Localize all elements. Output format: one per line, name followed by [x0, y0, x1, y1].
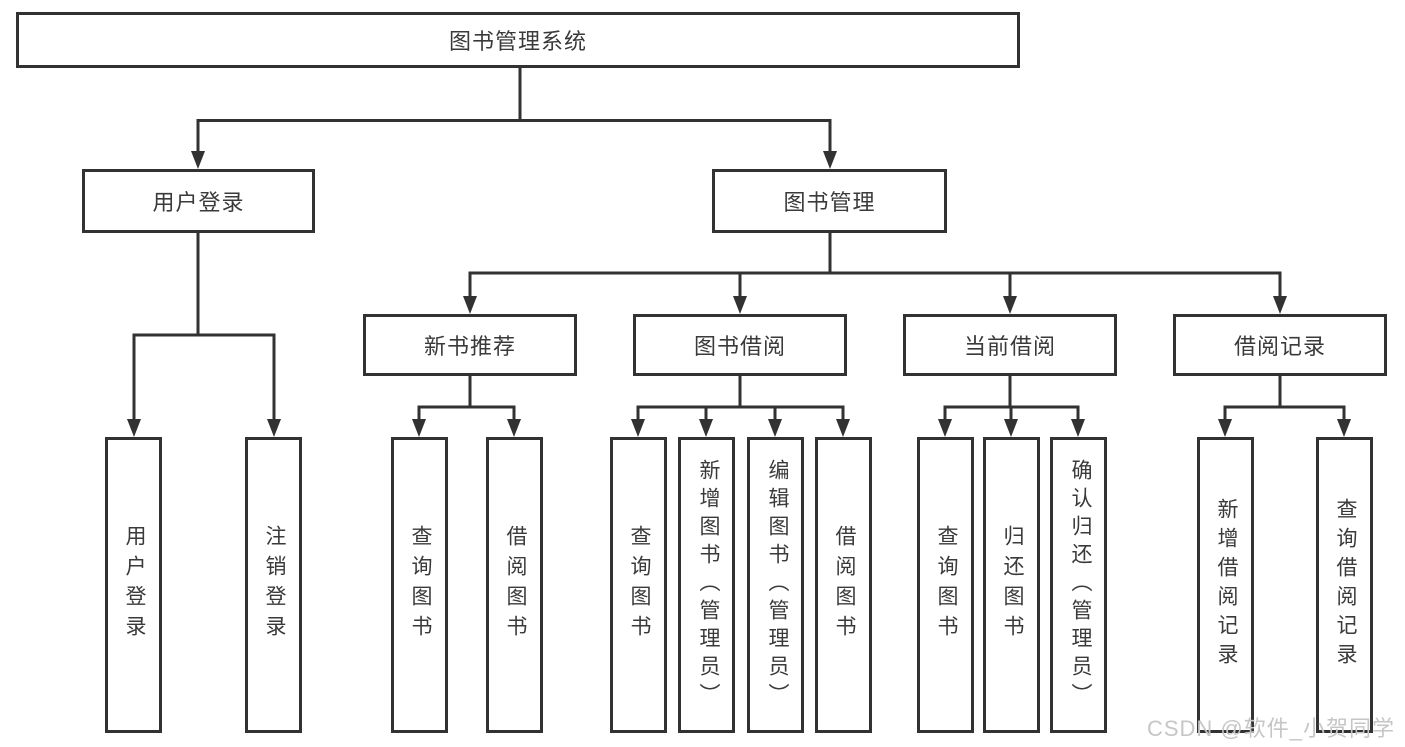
- leaf-logout: 注销登录: [245, 437, 302, 733]
- leaf-records-add-record: 新增借阅记录: [1197, 437, 1254, 733]
- leaf-current-confirm-return-admin: 确认归还（管理员）: [1050, 437, 1107, 733]
- node-book-management: 图书管理: [712, 169, 947, 233]
- node-current-borrowing: 当前借阅: [903, 314, 1117, 376]
- node-book-borrowing-label: 图书借阅: [693, 334, 786, 359]
- leaf-recommend-borrow-books: 借阅图书: [486, 437, 543, 733]
- node-root: 图书管理系统: [16, 12, 1020, 68]
- node-user-login-label: 用户登录: [152, 190, 245, 215]
- leaf-recommend-query-books: 查询图书: [391, 437, 448, 733]
- leaf-borrowing-add-books-admin: 新增图书（管理员）: [678, 437, 735, 733]
- node-borrowing-records: 借阅记录: [1173, 314, 1387, 376]
- leaf-borrowing-query-books: 查询图书: [610, 437, 667, 733]
- leaf-current-query-books: 查询图书: [917, 437, 974, 733]
- node-user-login: 用户登录: [82, 169, 315, 233]
- node-new-book-recommend: 新书推荐: [363, 314, 577, 376]
- leaf-borrowing-edit-books-admin: 编辑图书（管理员）: [747, 437, 804, 733]
- node-book-management-label: 图书管理: [783, 190, 876, 215]
- csdn-watermark: CSDN @软件_小贺同学: [1146, 716, 1395, 741]
- leaf-borrowing-borrow-books: 借阅图书: [815, 437, 872, 733]
- node-book-borrowing: 图书借阅: [633, 314, 847, 376]
- node-root-label: 图书管理系统: [448, 29, 587, 54]
- leaf-user-login: 用户登录: [105, 437, 162, 733]
- node-borrowing-records-label: 借阅记录: [1233, 334, 1326, 359]
- node-current-borrowing-label: 当前借阅: [963, 334, 1056, 359]
- leaf-current-return-books: 归还图书: [983, 437, 1040, 733]
- node-new-book-recommend-label: 新书推荐: [423, 334, 516, 359]
- leaf-records-query-record: 查询借阅记录: [1316, 437, 1373, 733]
